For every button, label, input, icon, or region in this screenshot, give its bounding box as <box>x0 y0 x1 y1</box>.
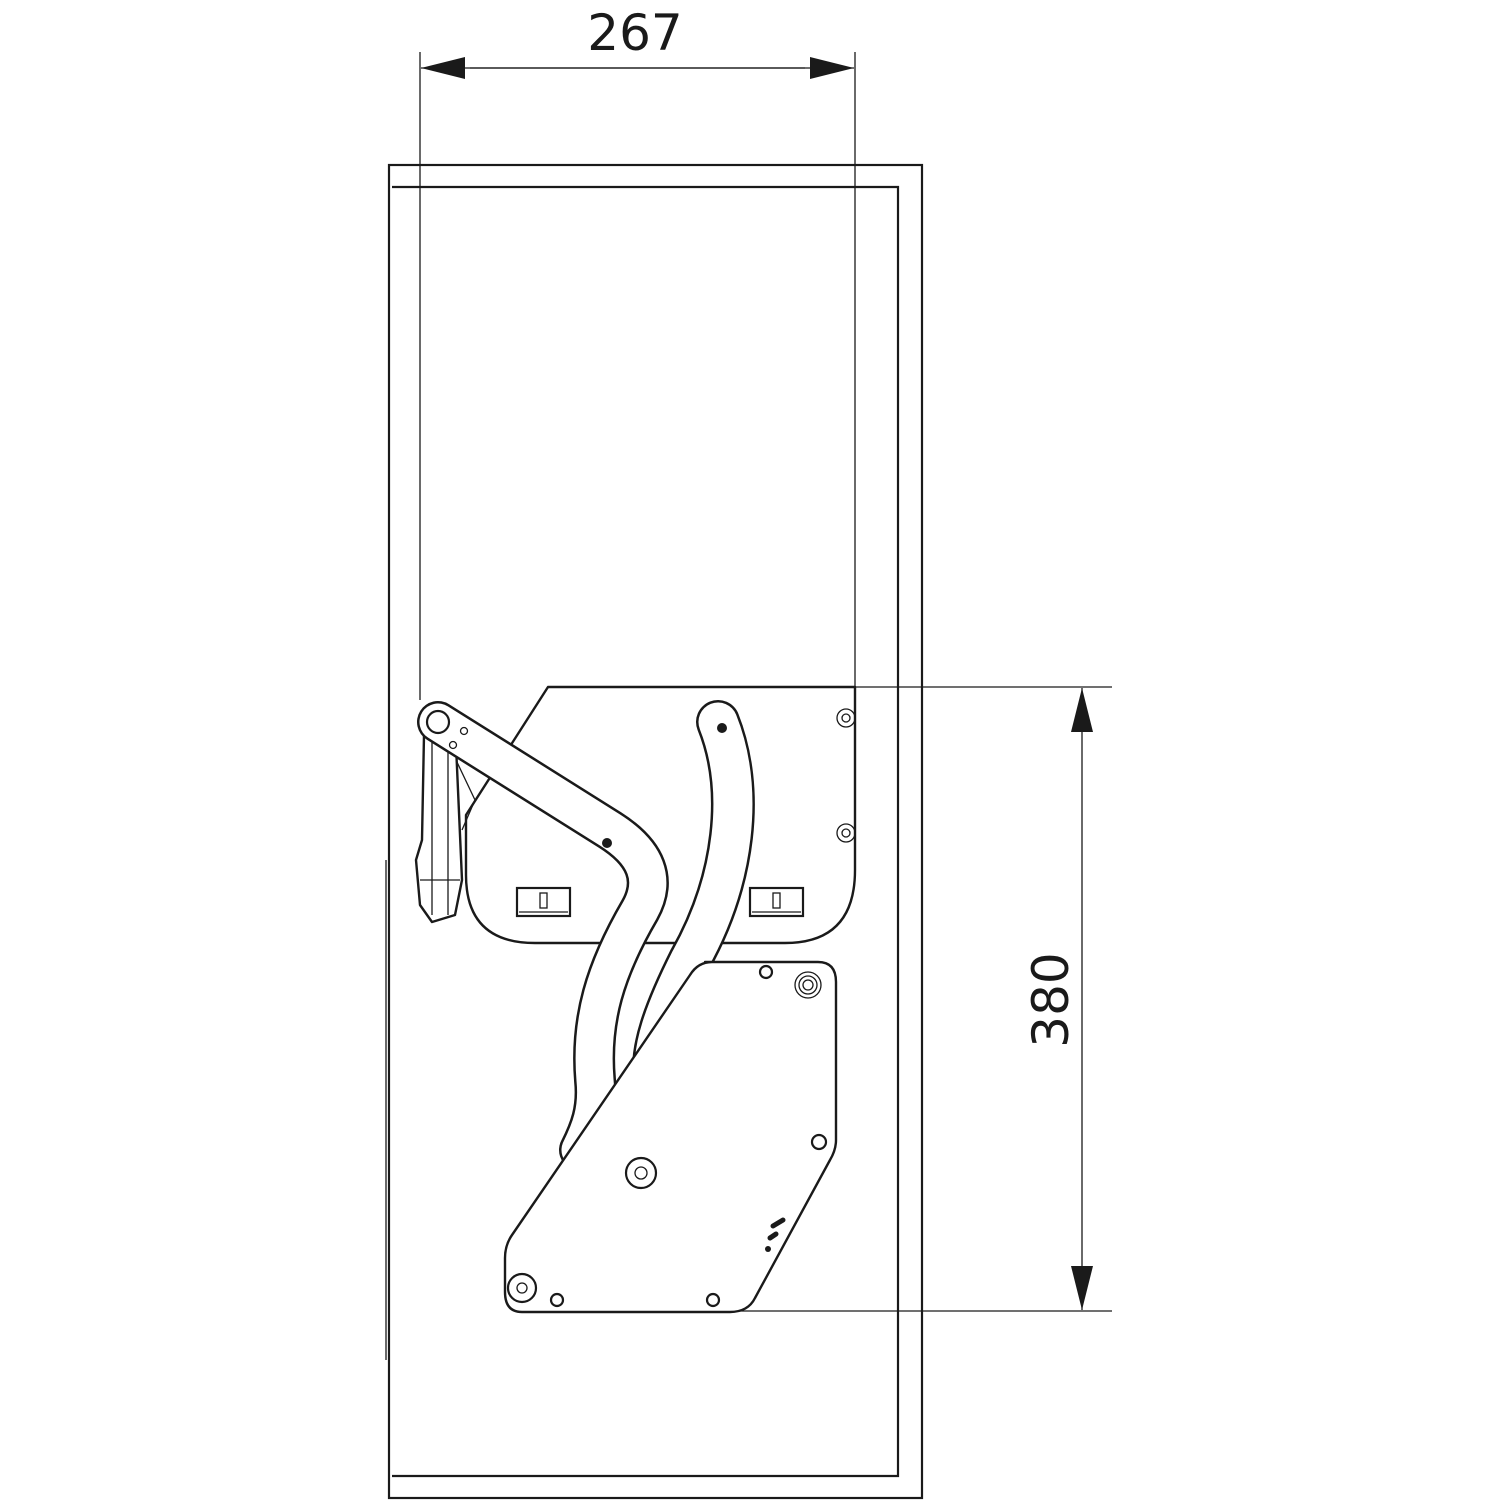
height-dimension: 380 <box>740 686 1112 1312</box>
width-dimension-label: 267 <box>587 4 682 62</box>
height-dimension-label: 380 <box>1022 952 1080 1047</box>
width-dimension: 267 <box>419 4 856 700</box>
indicator-marks <box>765 1217 786 1252</box>
bolt-hole-icon <box>836 708 856 843</box>
mechanism-housing <box>503 960 838 1314</box>
slot-icon <box>515 886 805 918</box>
cabinet-outline <box>385 163 924 1500</box>
upper-mounting-plate <box>464 685 857 945</box>
gas-strut <box>414 733 476 924</box>
lift-arm-front <box>417 701 669 1171</box>
